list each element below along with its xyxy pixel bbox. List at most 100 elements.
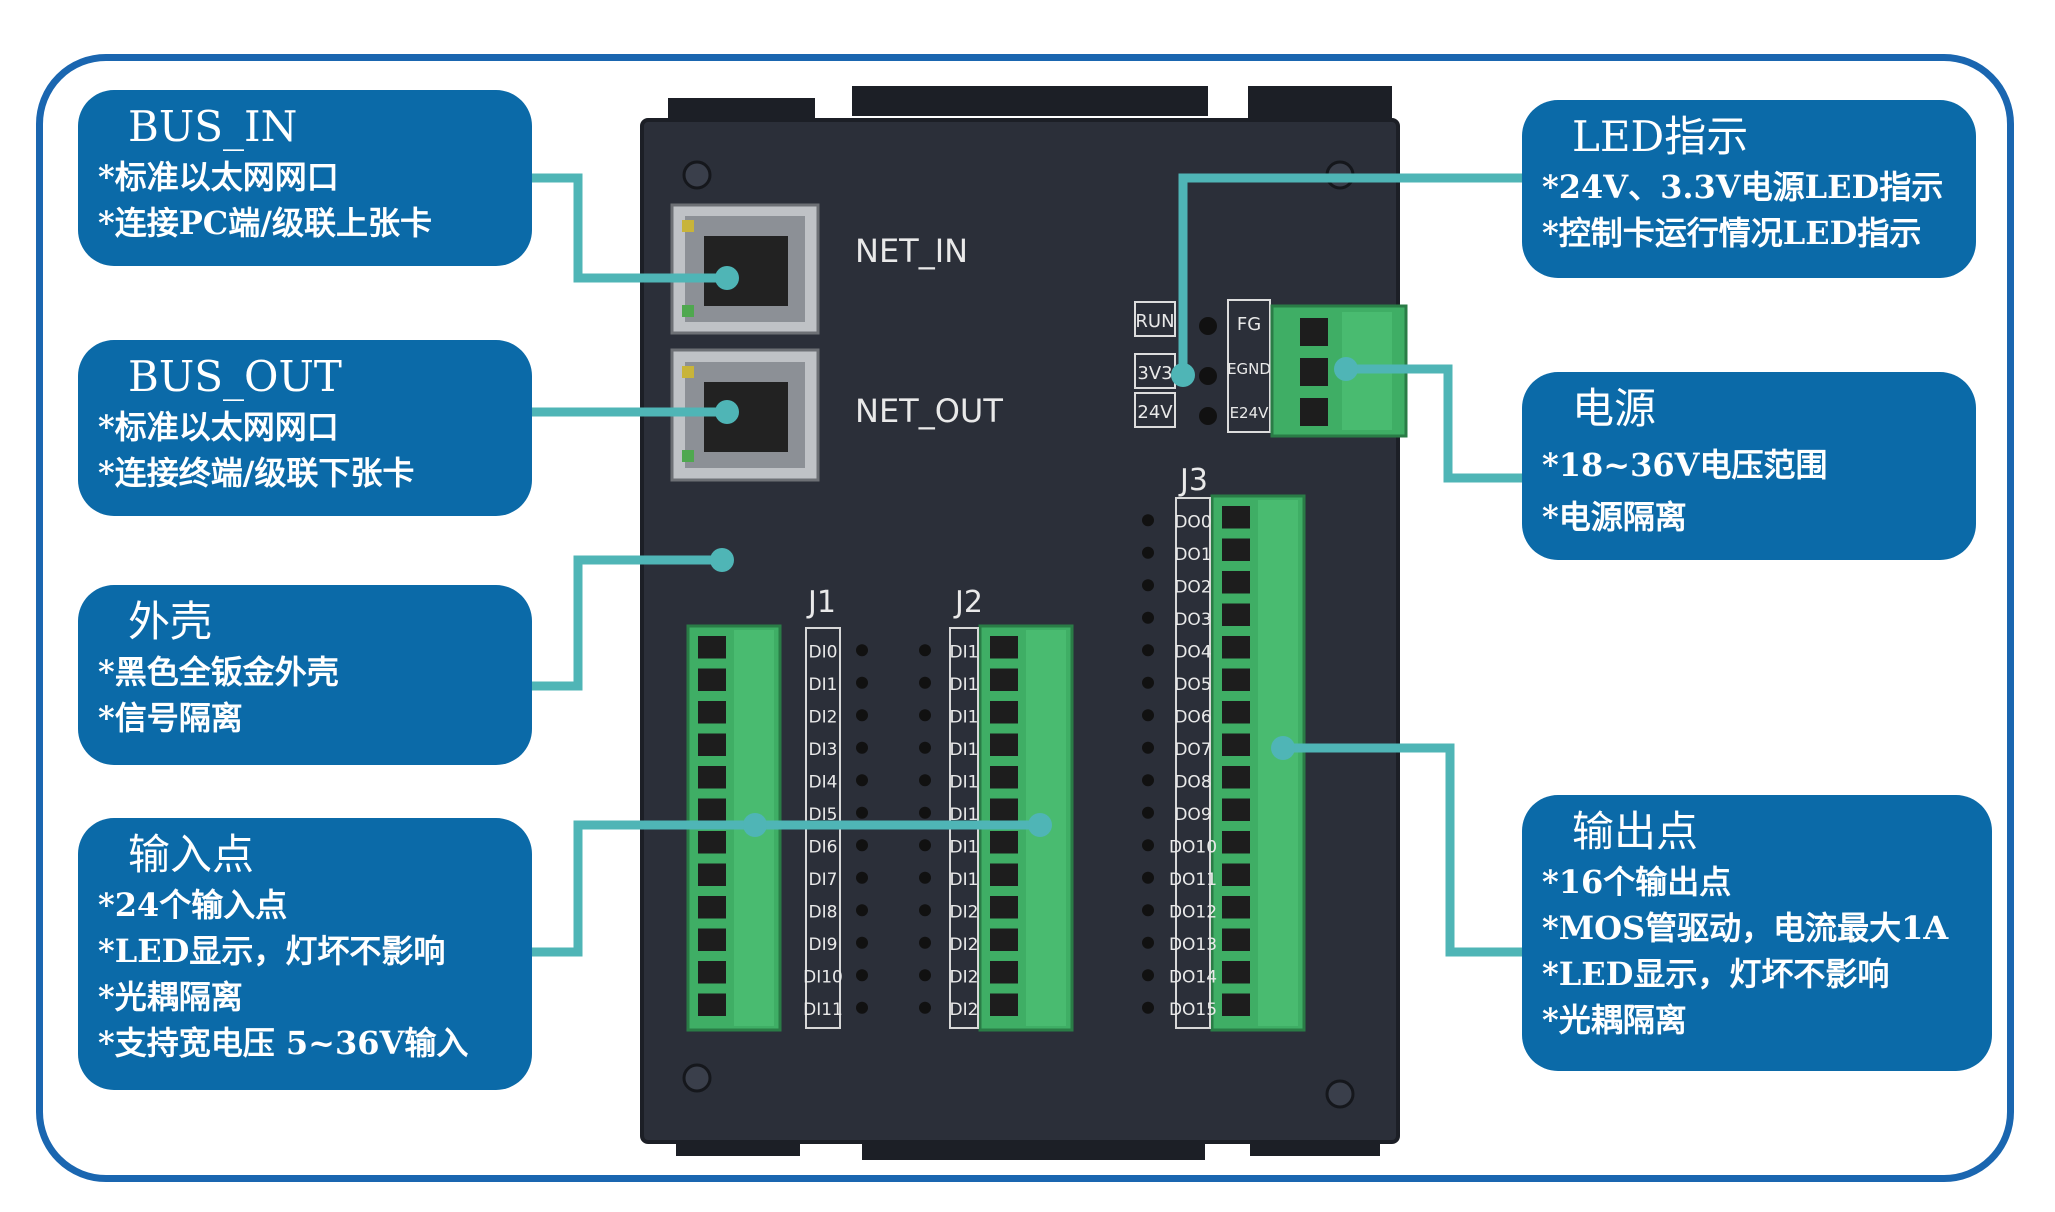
pin-label: DO12	[1169, 902, 1217, 922]
terminal-screw-slot	[1222, 798, 1250, 821]
pin-led	[1142, 741, 1154, 754]
mount-tab-right	[1248, 86, 1392, 125]
led-label-24v: 24V	[1137, 402, 1173, 423]
pin-led	[1142, 1001, 1154, 1014]
pin-label: DI10	[803, 967, 843, 987]
leader-lines	[530, 173, 1522, 957]
pin-label: DI1	[950, 740, 979, 760]
callout-line: *MOS管驱动，电流最大1A	[1542, 909, 1949, 947]
terminal-screw-slot	[1222, 928, 1250, 951]
pin-led	[919, 741, 931, 754]
pin-label: DI5	[809, 805, 838, 825]
callout-line: *标准以太网网口	[98, 158, 339, 196]
pin-label: DO15	[1169, 1000, 1217, 1020]
leader-outputs	[1283, 743, 1522, 957]
callout-line: *16个输出点	[1542, 863, 1732, 901]
leader-led	[1178, 173, 1522, 375]
terminal-screw-slot	[1222, 733, 1250, 756]
pin-led	[1142, 904, 1154, 917]
pin-label: DI2	[809, 707, 838, 727]
callout-title: BUS_IN	[128, 102, 298, 151]
callout-title: LED指示	[1572, 112, 1749, 161]
terminal-screw-slot	[698, 766, 726, 789]
callout-line: *黑色全钣金外壳	[98, 653, 339, 691]
callout-bus-out: BUS_OUT *标准以太网网口 *连接终端/级联下张卡	[78, 340, 532, 516]
pin-label: DO8	[1174, 772, 1211, 792]
terminal-screw-slot	[990, 961, 1018, 984]
callout-title: 输出点	[1572, 807, 1699, 856]
pin-label: DI1	[950, 870, 979, 890]
pin-led	[919, 774, 931, 787]
pin-led	[919, 904, 931, 917]
pin-label: DI2	[950, 967, 979, 987]
pin-label: DO7	[1174, 740, 1211, 760]
led-24v	[1199, 407, 1217, 425]
pin-label: DI4	[809, 772, 838, 792]
pin-label: DI1	[950, 837, 979, 857]
terminal-screw-slot	[1222, 506, 1250, 529]
pin-label: DI1	[950, 707, 979, 727]
callout-title: BUS_OUT	[128, 352, 342, 401]
pin-led	[1142, 709, 1154, 722]
pin-led	[919, 709, 931, 722]
pin-led	[1142, 774, 1154, 787]
terminal-screw-slot	[698, 993, 726, 1016]
terminal-screw-slot	[990, 668, 1018, 691]
pin-led	[919, 806, 931, 819]
callout-line: *24V、3.3V电源LED指示	[1542, 168, 1944, 206]
pin-led	[1142, 644, 1154, 657]
pin-led	[856, 904, 868, 917]
net-out-label: NET_OUT	[855, 392, 1003, 430]
pin-led	[1142, 579, 1154, 592]
screw	[682, 160, 712, 190]
pin-led	[856, 676, 868, 689]
power-label-e24v: E24V	[1230, 404, 1270, 422]
callout-line: *连接PC端/级联上张卡	[98, 204, 432, 242]
callout-title: 外壳	[128, 597, 213, 646]
terminal-screw-slot	[1222, 993, 1250, 1016]
pin-led	[919, 871, 931, 884]
screw	[682, 1063, 712, 1093]
mount-tab-top	[852, 86, 1208, 116]
rj45-port-out	[670, 348, 820, 482]
pin-led	[919, 839, 931, 852]
rj45-port-in	[670, 203, 820, 335]
pin-led	[856, 1001, 868, 1014]
pin-led	[919, 644, 931, 657]
pin-led	[856, 709, 868, 722]
callout-bus-in: BUS_IN *标准以太网网口 *连接PC端/级联上张卡	[78, 90, 532, 266]
pin-led	[856, 806, 868, 819]
pin-led	[856, 936, 868, 949]
pin-label: DI2	[950, 935, 979, 955]
callout-line: *电源隔离	[1542, 498, 1687, 536]
terminal-screw-slot	[698, 863, 726, 886]
pin-led	[856, 969, 868, 982]
power-label-fg: FG	[1237, 314, 1261, 335]
callout-line: *光耦隔离	[98, 978, 243, 1016]
leader-power	[1346, 364, 1522, 483]
pin-label: DO9	[1174, 805, 1211, 825]
net-in-label: NET_IN	[855, 232, 968, 270]
terminal-screw-slot	[990, 701, 1018, 724]
pin-led	[1142, 871, 1154, 884]
pin-label: DI6	[809, 837, 838, 857]
pin-led	[1142, 611, 1154, 624]
callout-outputs: 输出点 *16个输出点 *MOS管驱动，电流最大1A *LED显示，灯坏不影响 …	[1522, 795, 1992, 1071]
pin-label: DI1	[950, 772, 979, 792]
callout-shell: 外壳 *黑色全钣金外壳 *信号隔离	[78, 585, 532, 765]
pin-led	[919, 936, 931, 949]
pin-led	[1142, 514, 1154, 527]
terminal-screw-slot	[990, 993, 1018, 1016]
callout-line: *LED显示，灯坏不影响	[98, 932, 446, 970]
terminal-screw-slot	[1222, 571, 1250, 594]
callout-line: *LED显示，灯坏不影响	[1542, 955, 1890, 993]
pin-led	[1142, 839, 1154, 852]
terminal-screw-slot	[990, 831, 1018, 854]
pin-label: DI9	[809, 935, 838, 955]
callout-line: *连接终端/级联下张卡	[98, 454, 415, 492]
callout-line: *控制卡运行情况LED指示	[1542, 214, 1922, 252]
pin-label: DI7	[809, 870, 838, 890]
terminal-screw-slot	[990, 636, 1018, 659]
terminal-screw-slot	[1222, 766, 1250, 789]
